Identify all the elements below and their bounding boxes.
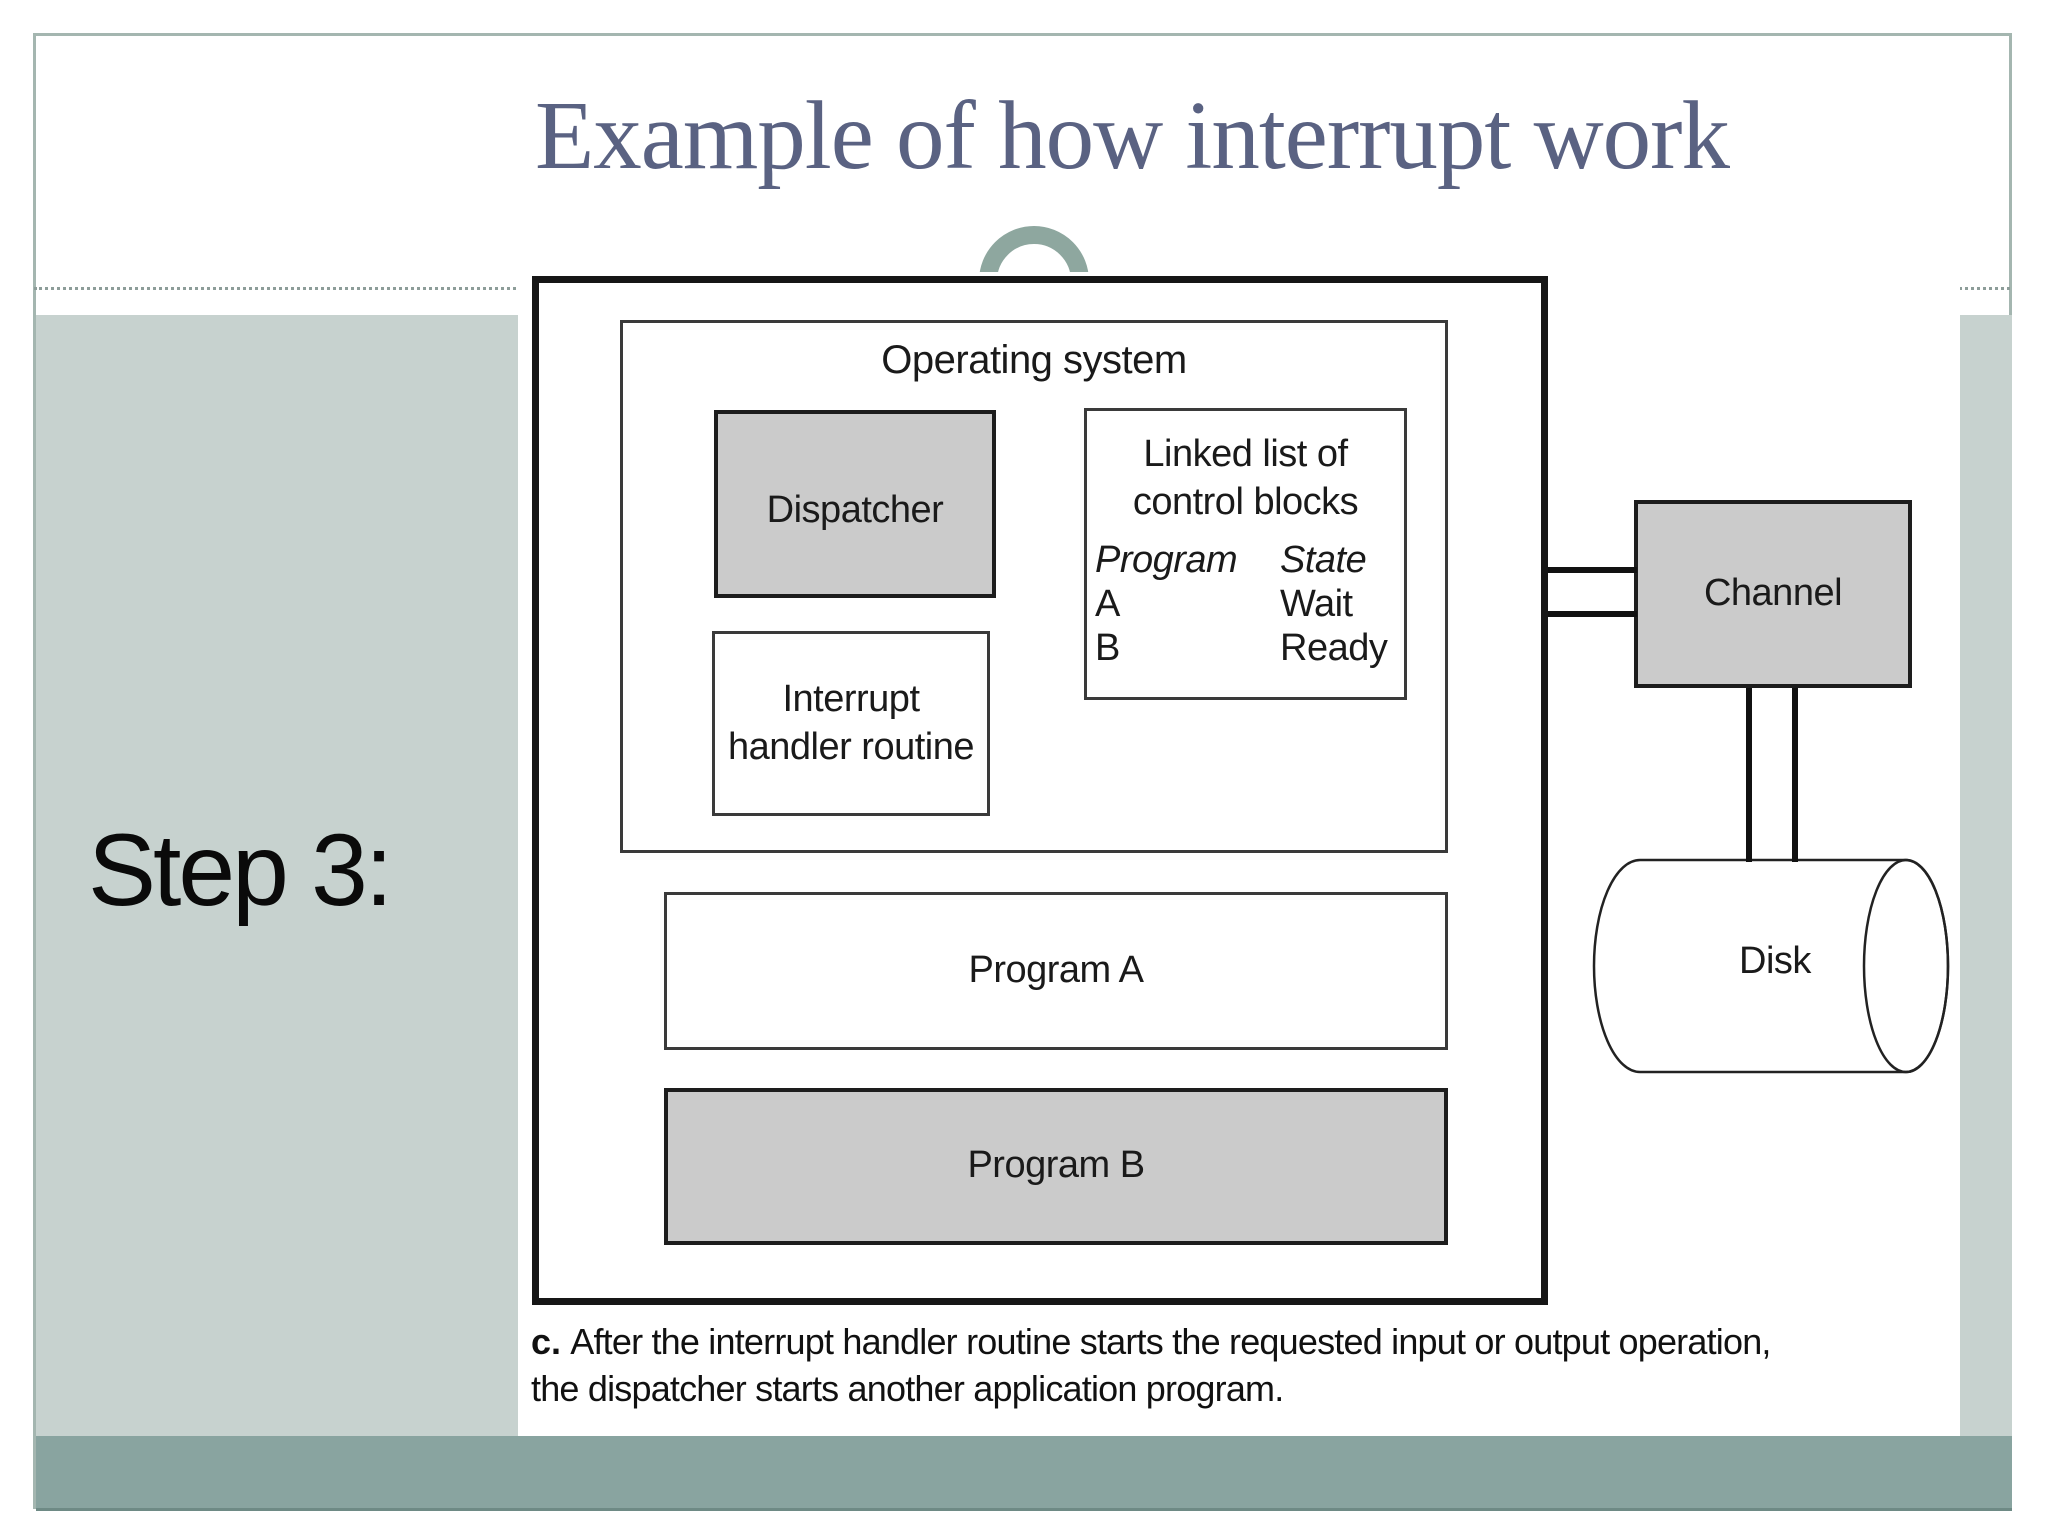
linked-list-title-line1: Linked list of xyxy=(1143,433,1348,475)
interrupt-handler-box xyxy=(712,631,990,816)
disk-bus-line-right xyxy=(1792,688,1798,862)
system-outer-box xyxy=(532,276,1548,1305)
state-cell: Ready xyxy=(1280,627,1388,669)
left-sage-panel xyxy=(36,315,518,1436)
figure-caption: c. After the interrupt handler routine s… xyxy=(531,1318,1955,1412)
disk-cylinder-drawing xyxy=(1592,858,1950,1074)
disk-bus-line-left xyxy=(1746,688,1752,862)
channel-bus-line-top xyxy=(1548,567,1637,573)
right-sage-panel xyxy=(1960,315,2012,1436)
interrupt-handler-line2: handler routine xyxy=(727,726,975,768)
program-b-label: Program B xyxy=(967,1144,1145,1186)
linked-list-title: Linked list of control blocks xyxy=(1084,430,1407,526)
table-row: A Wait xyxy=(1095,582,1397,626)
program-cell: A xyxy=(1095,583,1120,625)
dispatcher-box xyxy=(714,410,996,598)
control-blocks-table: Program State A Wait B Ready xyxy=(1095,538,1397,670)
interrupt-handler-label: Interrupt handler routine xyxy=(712,675,990,771)
linked-list-box xyxy=(1084,408,1407,700)
program-a-label: Program A xyxy=(968,949,1144,991)
channel-box xyxy=(1634,500,1912,688)
state-cell: Wait xyxy=(1280,583,1353,625)
program-column-header: Program xyxy=(1095,539,1238,581)
step-label: Step 3: xyxy=(88,813,393,927)
table-header-row: Program State xyxy=(1095,538,1397,582)
program-cell: B xyxy=(1095,627,1120,669)
dispatcher-label: Dispatcher xyxy=(766,489,944,531)
program-a-box xyxy=(664,892,1448,1050)
state-column-header: State xyxy=(1280,539,1367,581)
channel-bus-line-bottom xyxy=(1548,611,1637,617)
bottom-teal-bar xyxy=(36,1436,2012,1511)
program-b-box xyxy=(664,1088,1448,1245)
channel-label: Channel xyxy=(1703,572,1843,614)
caption-line2: the dispatcher starts another applicatio… xyxy=(531,1368,1284,1409)
disk-label: Disk xyxy=(1739,940,1811,982)
caption-line1: c. After the interrupt handler routine s… xyxy=(531,1321,1771,1362)
slide-title: Example of how interrupt work xyxy=(535,82,1730,189)
operating-system-label: Operating system xyxy=(881,338,1187,382)
linked-list-title-line2: control blocks xyxy=(1132,481,1359,523)
caption-letter: c. xyxy=(531,1321,562,1362)
table-row: B Ready xyxy=(1095,626,1397,670)
interrupt-handler-line1: Interrupt xyxy=(782,678,920,720)
